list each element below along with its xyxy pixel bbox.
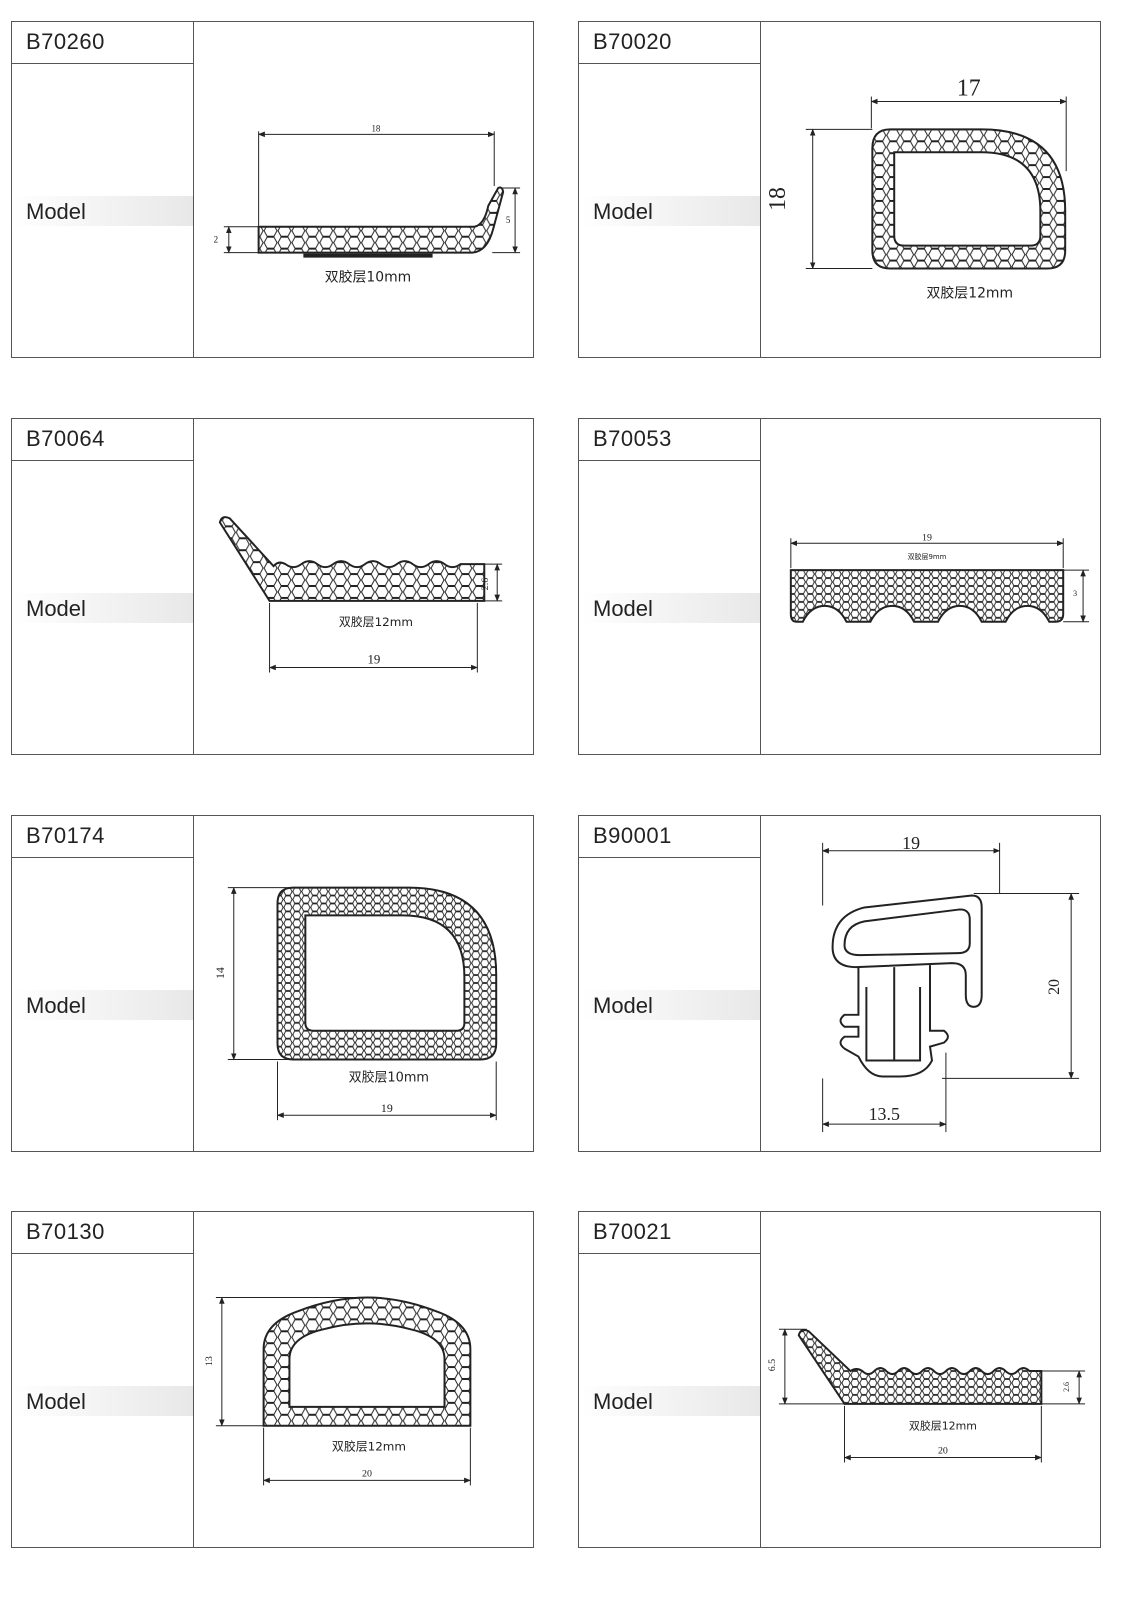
dim-label: 5 bbox=[506, 215, 511, 225]
profile-drawing-svg: 6.5 2.6 双胶层12mm 20 bbox=[767, 1328, 1086, 1463]
model-code: B70260 bbox=[12, 22, 193, 64]
dim-label: 19 bbox=[367, 652, 380, 667]
card-left-column: B70053 Model bbox=[579, 419, 761, 754]
dim-label: 20 bbox=[938, 1446, 948, 1457]
model-code: B70020 bbox=[579, 22, 760, 64]
foam-profile bbox=[276, 886, 498, 1061]
card-left-column: B70021 Model bbox=[579, 1212, 761, 1547]
model-label: Model bbox=[579, 1386, 760, 1416]
card-left-column: B70174 Model bbox=[12, 816, 194, 1151]
product-card: B70053 Model 19 双胶层9mm 3 bbox=[578, 418, 1101, 755]
adhesive-note: 双胶层12mm bbox=[332, 1440, 406, 1454]
dim-label: 20 bbox=[1046, 979, 1063, 995]
model-label: Model bbox=[579, 593, 760, 623]
model-label: Model bbox=[12, 593, 193, 623]
profile-drawing: 14 双胶层10mm 19 bbox=[194, 816, 533, 1151]
model-code: B70064 bbox=[12, 419, 193, 461]
profile-drawing: 13 双胶层12mm 20 bbox=[194, 1212, 533, 1547]
model-label: Model bbox=[579, 196, 760, 226]
adhesive-note: 双胶层12mm bbox=[339, 615, 413, 629]
foam-profile bbox=[262, 1296, 472, 1427]
adhesive-note: 双胶层12mm bbox=[927, 284, 1014, 301]
model-label: Model bbox=[12, 1386, 193, 1416]
profile-drawing-svg: 17 18 双胶层12mm bbox=[765, 76, 1067, 301]
card-left-column: B70020 Model bbox=[579, 22, 761, 357]
card-left-column: B90001 Model bbox=[579, 816, 761, 1151]
card-left-column: B70260 Model bbox=[12, 22, 194, 357]
profile-drawing-svg: 2.6 双胶层12mm 19 bbox=[218, 516, 503, 673]
profile-drawing: 17 18 双胶层12mm bbox=[761, 22, 1100, 357]
profile-drawing-svg: 18 2 5 双胶层10mm bbox=[214, 123, 521, 285]
model-code: B70130 bbox=[12, 1212, 193, 1254]
dim-label: 20 bbox=[362, 1468, 372, 1479]
adhesive-note: 双胶层9mm bbox=[908, 552, 947, 561]
model-label: Model bbox=[12, 196, 193, 226]
dim-label: 13 bbox=[204, 1356, 215, 1366]
product-card: B70020 Model 17 18 双胶层12mm bbox=[578, 21, 1101, 358]
dim-label: 2 bbox=[214, 235, 218, 245]
dim-label: 19 bbox=[922, 532, 932, 543]
product-card: B70130 Model 13 双胶层12mm 20 bbox=[11, 1211, 534, 1548]
dim-label: 19 bbox=[902, 833, 920, 853]
profile-drawing-svg: 19 20 13.5 bbox=[821, 833, 1080, 1133]
dim-label: 19 bbox=[381, 1101, 393, 1115]
product-card: B70064 Model 2.6 双胶层12mm 19 bbox=[11, 418, 534, 755]
dim-label: 6.5 bbox=[767, 1359, 778, 1371]
dim-label: 14 bbox=[213, 967, 227, 979]
model-label: Model bbox=[12, 990, 193, 1020]
profile-drawing: 18 2 5 双胶层10mm bbox=[194, 22, 533, 357]
foam-profile bbox=[218, 516, 486, 602]
foam-profile bbox=[789, 569, 1065, 623]
dim-label: 3 bbox=[1073, 589, 1077, 598]
product-card: B70174 Model 14 双胶层10mm 19 bbox=[11, 815, 534, 1152]
dim-label: 2.6 bbox=[480, 578, 491, 590]
dim-label: 18 bbox=[765, 187, 791, 211]
foam-profile bbox=[871, 128, 1067, 270]
adhesive-note: 双胶层10mm bbox=[325, 268, 412, 285]
profile-drawing: 6.5 2.6 双胶层12mm 20 bbox=[761, 1212, 1100, 1547]
profile-drawing: 19 20 13.5 bbox=[761, 816, 1100, 1151]
product-card: B70260 Model 18 2 5 双胶层10mm bbox=[11, 21, 534, 358]
model-label: Model bbox=[579, 990, 760, 1020]
adhesive-note: 双胶层10mm bbox=[349, 1069, 429, 1085]
profile-drawing-svg: 13 双胶层12mm 20 bbox=[204, 1296, 472, 1486]
profile-drawing-svg: 14 双胶层10mm 19 bbox=[213, 886, 498, 1121]
profile-drawing: 2.6 双胶层12mm 19 bbox=[194, 419, 533, 754]
card-left-column: B70130 Model bbox=[12, 1212, 194, 1547]
model-code: B70053 bbox=[579, 419, 760, 461]
dim-label: 17 bbox=[957, 76, 981, 102]
product-card: B70021 Model 6.5 2.6 双胶层12mm 20 bbox=[578, 1211, 1101, 1548]
dim-label: 13.5 bbox=[869, 1104, 900, 1124]
profile-drawing-svg: 19 双胶层9mm 3 bbox=[789, 532, 1090, 623]
model-code: B70174 bbox=[12, 816, 193, 858]
product-card: B90001 Model 19 20 13.5 bbox=[578, 815, 1101, 1152]
model-code: B70021 bbox=[579, 1212, 760, 1254]
card-left-column: B70064 Model bbox=[12, 419, 194, 754]
model-code: B90001 bbox=[579, 816, 760, 858]
foam-profile bbox=[797, 1328, 1043, 1405]
profile-drawing: 19 双胶层9mm 3 bbox=[761, 419, 1100, 754]
rigid-profile bbox=[831, 894, 983, 1078]
adhesive-note: 双胶层12mm bbox=[909, 1419, 977, 1433]
dim-label: 2.6 bbox=[1062, 1382, 1071, 1392]
foam-profile bbox=[257, 186, 505, 254]
dim-label: 18 bbox=[371, 123, 380, 133]
